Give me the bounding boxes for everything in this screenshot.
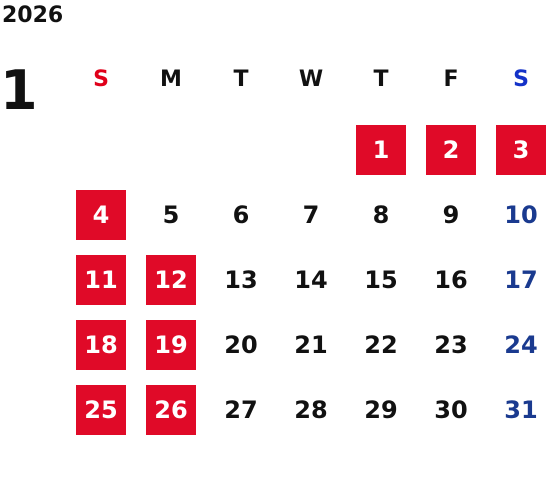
day-cell: 5: [136, 185, 206, 250]
month-number: 1: [0, 59, 38, 122]
day-number: 6: [232, 201, 250, 229]
day-cell: 29: [346, 380, 416, 445]
weekday-header-wed: W: [298, 67, 324, 92]
holiday-day-number: 1: [356, 125, 406, 175]
day-cell: 31: [486, 380, 548, 445]
day-cell: 12: [136, 250, 206, 315]
day-cell: 30: [416, 380, 486, 445]
day-number: 14: [294, 266, 328, 294]
saturday-day-number: 24: [504, 331, 538, 359]
day-cell: 17: [486, 250, 548, 315]
day-number: 9: [442, 201, 460, 229]
day-cell: 7: [276, 185, 346, 250]
day-number: 22: [364, 331, 398, 359]
day-number: 20: [224, 331, 258, 359]
day-cell: 28: [276, 380, 346, 445]
day-cell: 14: [276, 250, 346, 315]
day-cell: 27: [206, 380, 276, 445]
day-number: 13: [224, 266, 258, 294]
saturday-day-number: 17: [504, 266, 538, 294]
day-cell: 9: [416, 185, 486, 250]
holiday-day-number: 3: [496, 125, 546, 175]
day-cell: 21: [276, 315, 346, 380]
saturday-day-number: 10: [504, 201, 538, 229]
day-cell: 3: [486, 120, 548, 185]
holiday-day-number: 2: [426, 125, 476, 175]
day-cell: 25: [66, 380, 136, 445]
day-cell: 22: [346, 315, 416, 380]
weekday-header-row: S M T W T F S: [66, 62, 548, 98]
holiday-day-number: 12: [146, 255, 196, 305]
day-cell: 13: [206, 250, 276, 315]
day-number: 23: [434, 331, 468, 359]
day-cell: 2: [416, 120, 486, 185]
day-cell: 1: [346, 120, 416, 185]
year-label: 2026: [2, 3, 64, 28]
day-cell: 11: [66, 250, 136, 315]
day-cell: 10: [486, 185, 548, 250]
holiday-day-number: 25: [76, 385, 126, 435]
day-number: 28: [294, 396, 328, 424]
holiday-day-number: 19: [146, 320, 196, 370]
holiday-day-number: 26: [146, 385, 196, 435]
day-number: 5: [162, 201, 180, 229]
day-number: 8: [372, 201, 390, 229]
day-number: 7: [302, 201, 320, 229]
day-number: 29: [364, 396, 398, 424]
day-cell: 16: [416, 250, 486, 315]
day-cell: 4: [66, 185, 136, 250]
day-number: 30: [434, 396, 468, 424]
day-cell: 24: [486, 315, 548, 380]
day-cell: 18: [66, 315, 136, 380]
day-cell: 15: [346, 250, 416, 315]
holiday-day-number: 11: [76, 255, 126, 305]
saturday-day-number: 31: [504, 396, 538, 424]
weekday-header-sun: S: [93, 67, 109, 92]
day-number: 21: [294, 331, 328, 359]
weekday-header-fri: F: [443, 67, 459, 92]
weekday-header-tue: T: [233, 67, 249, 92]
day-cell: 19: [136, 315, 206, 380]
day-cell: 26: [136, 380, 206, 445]
weekday-header-thu: T: [373, 67, 389, 92]
day-cell: 8: [346, 185, 416, 250]
holiday-day-number: 4: [76, 190, 126, 240]
weekday-header-sat: S: [513, 67, 529, 92]
holiday-day-number: 18: [76, 320, 126, 370]
day-cell: 6: [206, 185, 276, 250]
weekday-header-mon: M: [160, 67, 182, 92]
day-number: 15: [364, 266, 398, 294]
day-cell: 23: [416, 315, 486, 380]
day-number: 16: [434, 266, 468, 294]
day-number: 27: [224, 396, 258, 424]
day-cell: 20: [206, 315, 276, 380]
